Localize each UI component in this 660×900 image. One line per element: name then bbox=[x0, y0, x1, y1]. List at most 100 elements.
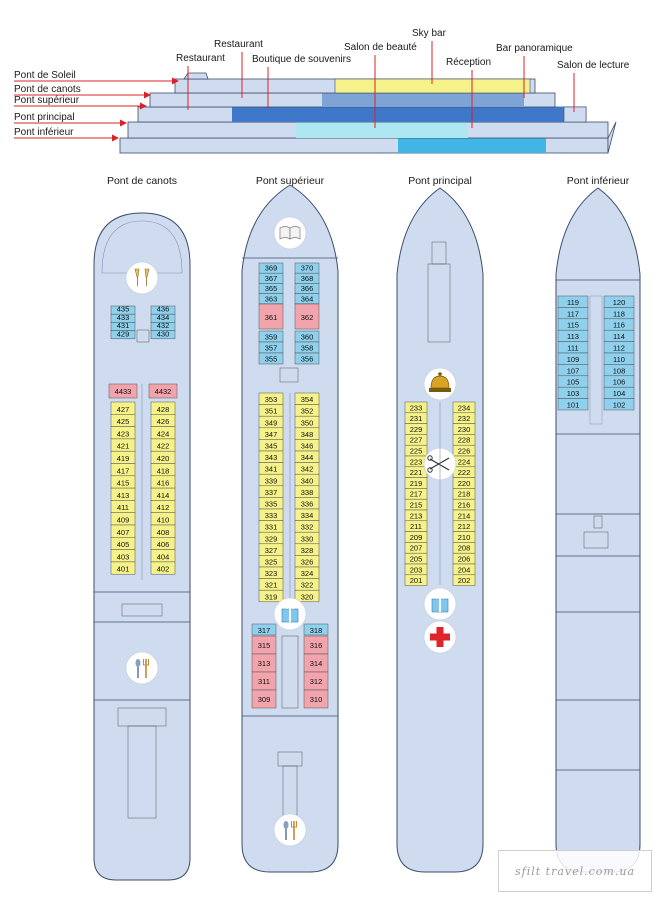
area-label-salon-lecture: Salon de lecture bbox=[557, 60, 630, 71]
cabin-number: 114 bbox=[613, 332, 625, 341]
cabin-number: 314 bbox=[310, 659, 323, 668]
deck-label: Pont de Soleil bbox=[14, 70, 76, 81]
reception-bell-icon bbox=[273, 597, 307, 631]
bell-knob bbox=[438, 372, 442, 376]
cabin-number: 417 bbox=[117, 466, 130, 475]
hull bbox=[555, 187, 641, 873]
cabin-number: 102 bbox=[613, 401, 626, 410]
spoon-head bbox=[283, 821, 289, 829]
cabin-number: 421 bbox=[117, 442, 130, 451]
cabin-number: 108 bbox=[613, 366, 626, 375]
cabin-309 bbox=[251, 689, 277, 709]
cabin-430 bbox=[150, 330, 176, 340]
cabin-number: 120 bbox=[613, 298, 626, 307]
cabin-number: 217 bbox=[410, 490, 423, 499]
cabin-number: 429 bbox=[117, 329, 130, 338]
cabin-number: 334 bbox=[301, 511, 314, 520]
cabin-number: 4433 bbox=[115, 387, 132, 396]
area-label-reception: Réception bbox=[446, 57, 491, 68]
cabin-number: 206 bbox=[458, 555, 471, 564]
cabin-number: 351 bbox=[265, 407, 278, 416]
cabin-number: 110 bbox=[613, 355, 625, 364]
cabin-102 bbox=[603, 398, 635, 411]
cabin-number: 101 bbox=[567, 401, 580, 410]
cabin-number: 365 bbox=[265, 284, 278, 293]
cabin-number: 369 bbox=[265, 264, 278, 273]
cabin-number: 233 bbox=[410, 403, 423, 412]
cabin-number: 358 bbox=[301, 344, 314, 353]
restaurant-icon bbox=[273, 813, 307, 847]
cabin-number: 234 bbox=[458, 403, 471, 412]
stair bbox=[136, 329, 150, 343]
cabin-number: 202 bbox=[458, 576, 471, 585]
area-label-restaurant-top: Restaurant bbox=[214, 39, 263, 50]
cabin-number: 112 bbox=[613, 344, 625, 353]
cabin-number: 226 bbox=[458, 447, 471, 456]
area-label-salon-beaute: Salon de beauté bbox=[344, 42, 417, 53]
cabin-number: 348 bbox=[301, 430, 314, 439]
cabin-number: 213 bbox=[410, 511, 423, 520]
aft-deck bbox=[127, 725, 157, 819]
cabin-number: 335 bbox=[265, 500, 278, 509]
cabin-number: 117 bbox=[567, 309, 579, 318]
cabin-number: 227 bbox=[410, 436, 423, 445]
cabin-number: 339 bbox=[265, 476, 278, 485]
cabin-number: 322 bbox=[301, 581, 314, 590]
cabin-number: 219 bbox=[410, 479, 423, 488]
deck-label: Pont principal bbox=[14, 112, 75, 123]
area-label-bar-panoramique: Bar panoramique bbox=[496, 43, 573, 54]
profile-wheelhouse bbox=[183, 72, 209, 80]
cabin-number: 224 bbox=[458, 457, 471, 466]
cabin-number: 433 bbox=[117, 313, 130, 322]
hatch bbox=[593, 515, 603, 529]
cabin-202 bbox=[452, 574, 476, 586]
cabin-number: 326 bbox=[301, 558, 314, 567]
cabin-number: 230 bbox=[458, 425, 471, 434]
cabin-number: 343 bbox=[265, 453, 278, 462]
cabin-number: 368 bbox=[301, 274, 314, 283]
icon-bg bbox=[273, 813, 307, 847]
area-label-boutique: Boutique de souvenirs bbox=[252, 54, 351, 65]
cabin-number: 105 bbox=[567, 378, 580, 387]
cabin-number: 220 bbox=[458, 479, 471, 488]
cabin-number: 312 bbox=[310, 677, 323, 686]
cabin-number: 430 bbox=[157, 329, 170, 338]
cabin-number: 119 bbox=[567, 298, 579, 307]
cabin-201 bbox=[404, 574, 428, 586]
cabin-number: 420 bbox=[157, 454, 170, 463]
cabin-355 bbox=[258, 352, 284, 365]
first-aid-icon bbox=[423, 620, 457, 654]
cabin-number: 221 bbox=[410, 468, 423, 477]
cabin-number: 4432 bbox=[155, 387, 172, 396]
deck-title: Pont supérieur bbox=[256, 175, 325, 187]
cabin-number: 361 bbox=[265, 313, 278, 322]
cabin-number: 333 bbox=[265, 511, 278, 520]
cabin-317 bbox=[251, 623, 277, 636]
champagne-icon bbox=[125, 261, 159, 295]
cabin-number: 418 bbox=[157, 466, 170, 475]
cabin-number: 406 bbox=[157, 540, 170, 549]
cabin-number: 320 bbox=[301, 592, 314, 601]
cabin-number: 331 bbox=[265, 523, 278, 532]
cabin-number: 359 bbox=[265, 333, 278, 342]
cabin-number: 315 bbox=[258, 641, 271, 650]
gift-bow bbox=[435, 594, 445, 600]
cabin-number: 363 bbox=[265, 294, 278, 303]
spoon-head bbox=[135, 659, 141, 667]
cabin-number: 353 bbox=[265, 395, 278, 404]
cabin-number: 232 bbox=[458, 414, 471, 423]
cabin-number: 325 bbox=[265, 558, 278, 567]
cabin-number: 347 bbox=[265, 430, 278, 439]
cabin-number: 345 bbox=[265, 442, 278, 451]
cabin-310 bbox=[303, 689, 329, 709]
profile-dark-section bbox=[232, 107, 564, 122]
cabin-number: 116 bbox=[613, 321, 625, 330]
cabin-number: 419 bbox=[117, 454, 130, 463]
fork-tines bbox=[143, 659, 149, 666]
cabin-number: 410 bbox=[157, 516, 170, 525]
cabin-number: 422 bbox=[157, 442, 170, 451]
cabin-number: 231 bbox=[410, 414, 423, 423]
profile-cyan-section bbox=[398, 138, 546, 153]
